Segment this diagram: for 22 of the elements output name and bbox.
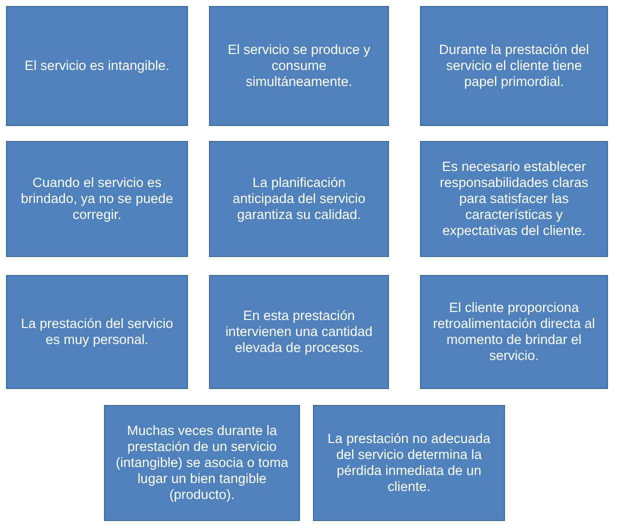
box-text: El servicio se produce y consume simultáneamente. <box>226 42 372 90</box>
text-box <box>313 405 505 521</box>
text-box <box>6 6 188 126</box>
box-text: La planificación anticipada del servicio garantiza su calidad. <box>232 174 366 224</box>
box-text: La prestación no adecuada del servicio determina la pérdida inmediata de un cliente. <box>326 430 492 496</box>
text-box <box>420 6 608 126</box>
box-text: Durante la prestación del servicio el cliente tiene papel primordial. <box>438 42 590 90</box>
box-text: El cliente proporciona retroalimentación directa al momento de brindar el servicio. <box>432 300 596 364</box>
text-box <box>420 141 608 257</box>
box-text: Es necesario establecer responsabilidades claras para satisfacer las características y expectativas del cliente. <box>438 158 590 240</box>
text-box <box>104 405 300 521</box>
box-text: La prestación del servicio es muy personal. <box>20 316 174 348</box>
text-box <box>209 141 389 257</box>
box-text: Muchas veces durante la prestación de un servicio (intangible) se asocia o toma lugar un bien tangible (producto). <box>115 422 289 504</box>
box-text: El servicio es intangible. <box>24 58 170 74</box>
text-box <box>209 6 389 126</box>
text-box <box>6 275 188 389</box>
box-text: En esta prestación intervienen una cantidad elevada de procesos. <box>224 308 374 356</box>
text-box <box>209 275 389 389</box>
text-box <box>6 141 188 257</box>
box-text: Cuando el servicio es brindado, ya no se puede corregir. <box>20 174 174 224</box>
text-box <box>420 275 608 389</box>
